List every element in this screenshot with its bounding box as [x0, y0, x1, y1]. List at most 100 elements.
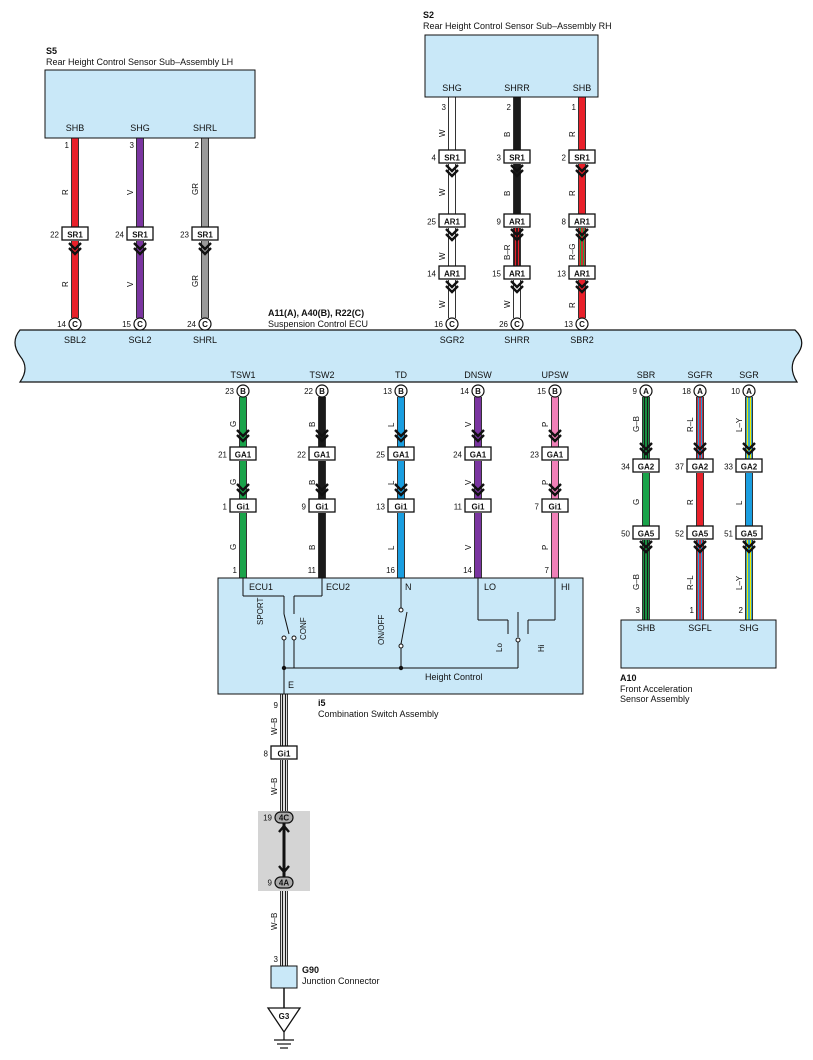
switch-ga1-label: GA1 [393, 450, 410, 459]
ecu-top-pin-label: SGL2 [128, 335, 151, 345]
s2-ar1-bottom-label: AR1 [509, 269, 526, 278]
s2-ar1-top-label: AR1 [574, 217, 591, 226]
ecu-bottom-pin-circle [639, 384, 653, 398]
wire-color-label: L–Y [735, 575, 744, 590]
connector-chevron [693, 442, 707, 451]
ecu-top-pin-circle [445, 317, 459, 331]
s5-sr1-box [61, 226, 89, 241]
switch-gi1-label: Gi1 [237, 502, 250, 511]
wire-color-label: W–B [270, 718, 279, 735]
wire-color-label: P [541, 545, 550, 550]
ecu-top-pin-pin-number: 14 [57, 320, 66, 329]
wire-color-label: B [308, 480, 317, 485]
switch-ga1-box [464, 446, 492, 461]
connector-chevron [639, 540, 653, 549]
wire-color-label: G [229, 479, 238, 485]
ecu-bottom-pin-pin-number: 13 [383, 387, 392, 396]
wire-color-label: R [568, 302, 577, 308]
ecu-bottom-pin-circle [742, 384, 756, 398]
s5-sr1-label: SR1 [197, 230, 213, 239]
g90-junction-box [270, 965, 298, 989]
ground-gi1-pin-number: 8 [264, 749, 269, 758]
connector-chevron [236, 488, 250, 497]
wire-color-label: GR [191, 275, 200, 287]
wire-color-label: R [568, 131, 577, 137]
switch-ga1-label: GA1 [235, 450, 252, 459]
switch-gi1-box [387, 498, 415, 513]
switch-gi1-pin-number: 13 [376, 502, 385, 511]
s2-ar1-top-pin-number: 25 [427, 217, 436, 226]
connector-chevron [68, 247, 82, 256]
connector-chevron [315, 434, 329, 443]
ecu-top-pin-pin-number: 13 [564, 320, 573, 329]
switch-gi1-pin-number: 1 [223, 502, 228, 511]
connector-chevron [575, 164, 589, 173]
wire-color-label: R [61, 281, 70, 287]
s2-name: Rear Height Control Sensor Sub–Assembly … [423, 21, 612, 31]
a10-pin-label: SHG [739, 623, 759, 633]
i5-name: Combination Switch Assembly [318, 709, 439, 719]
s2-sr1-label: SR1 [444, 153, 460, 162]
s2-ar1-top-pin-number: 9 [497, 217, 502, 226]
ecu-bar [14, 329, 803, 383]
accel-ga5-pin-number: 52 [675, 529, 684, 538]
connector-chevron [575, 228, 589, 237]
connector-chevron [575, 280, 589, 289]
s5-pin-number: 2 [195, 141, 200, 150]
connector-chevron [548, 429, 562, 438]
ecu-bottom-pin-label: TD [395, 370, 407, 380]
s2-ar1-bottom-pin-number: 13 [557, 269, 566, 278]
ecu-bottom-pin-label: TSW1 [230, 370, 255, 380]
accel-ga5-label: GA5 [692, 529, 709, 538]
ecu-name: Suspension Control ECU [268, 319, 368, 329]
connector-chevron [394, 483, 408, 492]
s2-pin-label: SHB [573, 83, 592, 93]
s2-ar1-top-box [503, 213, 531, 228]
connector-chevron [510, 169, 524, 178]
ecu-bottom-pin-pin-number: 10 [731, 387, 740, 396]
s5-pin-label: SHRL [193, 123, 217, 133]
g90-id: G90 [302, 965, 319, 975]
ground-label: G3 [279, 1012, 290, 1021]
ecu-top-pin-circle [133, 317, 147, 331]
g90-pin-number: 3 [274, 955, 279, 964]
ecu-bottom-pin-letter: A [746, 387, 752, 396]
switch-end-number: 7 [545, 566, 550, 575]
s2-ar1-bottom-label: AR1 [574, 269, 591, 278]
ecu-bottom-pin-circle [471, 384, 485, 398]
connector-chevron [198, 247, 212, 256]
connector-chevron [315, 429, 329, 438]
switch-gi1-label: Gi1 [472, 502, 485, 511]
ecu-bottom-pin-pin-number: 22 [304, 387, 313, 396]
i5-id: i5 [318, 698, 326, 708]
g90-name: Junction Connector [302, 976, 380, 986]
wire-color-label: L [387, 422, 396, 427]
connector-chevron [510, 164, 524, 173]
accel-ga5-label: GA5 [638, 529, 655, 538]
s2-pin-label: SHG [442, 83, 462, 93]
s5-sensor-box [44, 69, 256, 139]
s5-name: Rear Height Control Sensor Sub–Assembly … [46, 57, 233, 67]
switch-gi1-pin-number: 9 [302, 502, 307, 511]
s2-sr1-label: SR1 [574, 153, 590, 162]
ecu-bottom-pin-circle [394, 384, 408, 398]
i5-terminal-label: ECU1 [249, 582, 273, 592]
ecu-bottom-pin-letter: A [697, 387, 703, 396]
wire-color-label: P [541, 480, 550, 485]
a10-name-line2: Sensor Assembly [620, 694, 690, 704]
ecu-bottom-pin-label: UPSW [542, 370, 570, 380]
ecu-bottom-pin-letter: B [475, 387, 481, 396]
wire-color-label: W [438, 129, 447, 137]
switch-gi1-box [229, 498, 257, 513]
s2-pin-number: 3 [442, 103, 447, 112]
s2-sr1-label: SR1 [509, 153, 525, 162]
s5-pin-number: 3 [130, 141, 135, 150]
switch-gi1-box [308, 498, 336, 513]
junction-top-number: 19 [263, 814, 272, 823]
accel-ga5-label: GA5 [741, 529, 758, 538]
wire-color-label: R [61, 189, 70, 195]
ecu-top-pin-pin-number: 16 [434, 320, 443, 329]
switch-end-number: 1 [233, 566, 238, 575]
switch-ga1-box [387, 446, 415, 461]
